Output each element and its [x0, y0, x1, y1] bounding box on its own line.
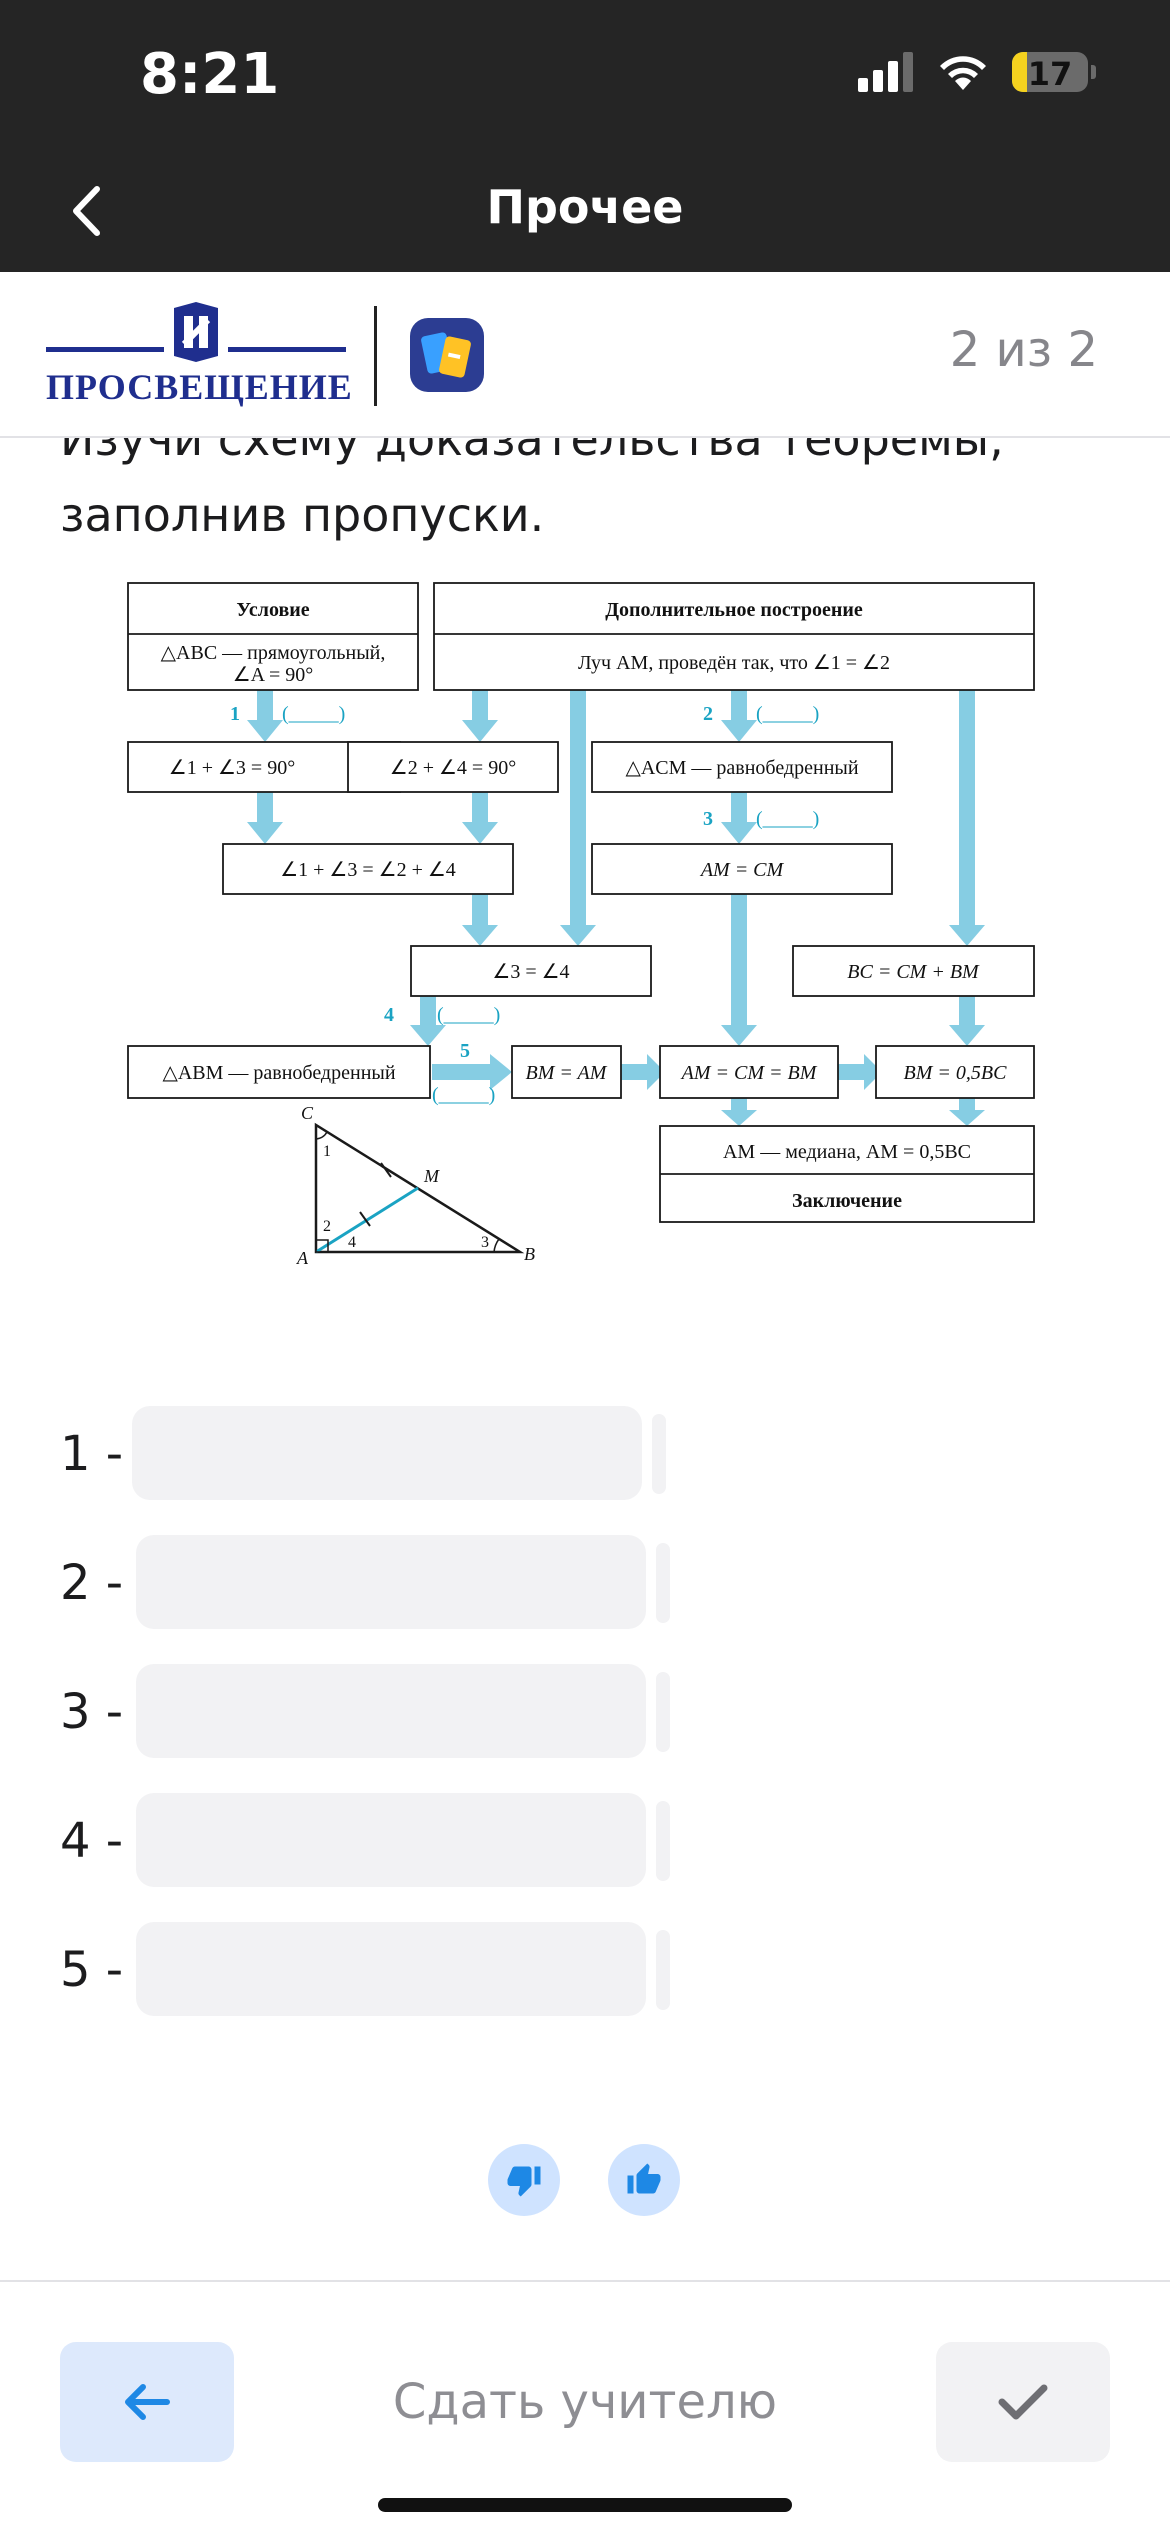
status-icons: 17: [858, 52, 1096, 92]
blank-2: (_____): [756, 703, 819, 725]
answer-handle-1: [652, 1414, 666, 1494]
construction-text: Луч AM, проведён так, что ∠1 = ∠2: [578, 652, 890, 674]
status-time: 8:21: [140, 42, 280, 107]
angle-1-label: 1: [323, 1143, 331, 1160]
blank-number-5: 5: [460, 1040, 470, 1062]
arrow-left-icon: [125, 2384, 170, 2420]
previous-button[interactable]: [60, 2342, 234, 2462]
answer-row-1: 1 -: [60, 1406, 760, 1502]
prosveshchenie-logo: ПРОСВЕЩЕНИЕ: [46, 302, 353, 412]
condition-line-2: ∠A = 90°: [233, 664, 314, 686]
answer-handle-3: [656, 1672, 670, 1752]
logo-emblem-icon: [46, 302, 346, 362]
answer-label-3: 3 -: [60, 1684, 124, 1740]
median-statement: AM — медиана, AM = 0,5BC: [723, 1141, 971, 1163]
answer-handle-2: [656, 1543, 670, 1623]
angle-3-label: 3: [481, 1234, 489, 1251]
cards-app-icon: [421, 332, 471, 378]
bm-half-bc: BM = 0,5BC: [904, 1062, 1008, 1084]
bottom-bar: Сдать учителю: [0, 2280, 1170, 2534]
check-button[interactable]: [936, 2342, 1110, 2462]
like-button[interactable]: [608, 2144, 680, 2216]
angle-2-label: 2: [323, 1218, 331, 1235]
answer-row-3: 3 -: [60, 1664, 760, 1760]
answer-handle-4: [656, 1801, 670, 1881]
answer-label-5: 5 -: [60, 1942, 124, 1998]
diagram-boxes: [127, 582, 1035, 1223]
battery-level: 17: [1027, 55, 1073, 92]
back-button[interactable]: [56, 178, 116, 244]
condition-header: Условие: [236, 599, 309, 621]
angle-equality: ∠3 = ∠4: [492, 961, 569, 983]
abm-statement: △ABM — равнобедренный: [162, 1062, 395, 1084]
blank-number-1: 1: [230, 703, 240, 725]
answer-label-2: 2 -: [60, 1555, 124, 1611]
brand-header: ПРОСВЕЩЕНИЕ 2 из 2: [0, 272, 1170, 438]
answer-input-5[interactable]: [136, 1922, 646, 2016]
chevron-left-icon: [73, 186, 100, 236]
answer-row-4: 4 -: [60, 1793, 760, 1889]
diagram-arrows: [247, 690, 985, 1126]
header-divider: [374, 306, 377, 406]
answer-label-4: 4 -: [60, 1813, 124, 1869]
vertex-a: A: [296, 1248, 309, 1268]
blank-number-4: 4: [384, 1004, 394, 1026]
triangle-figure: C A B M 1 2 3 4: [296, 1103, 535, 1268]
diagram-text: Условие △ABC — прямоугольный, ∠A = 90° Д…: [161, 599, 1007, 1212]
construction-header: Дополнительное построение: [605, 599, 863, 621]
blank-number-2: 2: [703, 703, 713, 725]
answer-label-1: 1 -: [60, 1426, 124, 1482]
vertex-m: M: [423, 1166, 440, 1186]
vertex-c: C: [301, 1103, 314, 1123]
submit-to-teacher-button[interactable]: [390, 2352, 780, 2452]
am-cm-equality: AM = CM: [699, 859, 785, 881]
thumbs-down-icon: [507, 2166, 541, 2197]
answer-input-4[interactable]: [136, 1793, 646, 1887]
page-counter: 2 из 2: [949, 322, 1098, 378]
conclusion-label: Заключение: [792, 1190, 902, 1212]
answer-handle-5: [656, 1930, 670, 2010]
angle-4-label: 4: [348, 1234, 356, 1251]
answer-input-2[interactable]: [136, 1535, 646, 1629]
bc-sum: BC = CM + BM: [847, 961, 980, 983]
nav-bar: Прочее: [0, 150, 1170, 272]
answer-input-1[interactable]: [132, 1406, 642, 1500]
sum-equality: ∠1 + ∠3 = ∠2 + ∠4: [280, 859, 456, 881]
am-cm-bm-equality: AM = CM = BM: [680, 1062, 818, 1084]
battery-indicator: 17: [1012, 52, 1096, 92]
acm-statement: △ACM — равнобедренный: [625, 757, 858, 779]
nav-title: Прочее: [486, 180, 684, 234]
blank-markers: 1 (_____) 2 (_____) 3 (_____) 4 (_____) …: [230, 703, 819, 1106]
blank-number-3: 3: [703, 808, 713, 830]
blank-5: (_____): [432, 1084, 495, 1106]
condition-line-1: △ABC — прямоугольный,: [161, 642, 386, 664]
answer-input-3[interactable]: [136, 1664, 646, 1758]
blank-1: (_____): [282, 703, 345, 725]
home-indicator: [378, 2498, 792, 2512]
blank-3: (_____): [756, 808, 819, 830]
vertex-b: B: [524, 1244, 535, 1264]
status-bar: 8:21 17: [0, 0, 1170, 150]
checkmark-icon: [998, 2384, 1048, 2420]
dislike-button[interactable]: [488, 2144, 560, 2216]
app-icon: [410, 318, 484, 392]
bm-am-equality: BM = AM: [526, 1062, 608, 1084]
wifi-icon: [940, 56, 986, 90]
answer-row-2: 2 -: [60, 1535, 760, 1631]
eq-2-4: ∠2 + ∠4 = 90°: [390, 757, 516, 779]
blank-4: (_____): [437, 1004, 500, 1026]
instruction-line-2: заполнив пропуски.: [60, 488, 545, 542]
logo-wordmark: ПРОСВЕЩЕНИЕ: [46, 367, 353, 407]
cellular-signal-icon: [858, 52, 913, 92]
answer-row-5: 5 -: [60, 1922, 760, 2018]
thumbs-up-icon: [627, 2163, 661, 2194]
proof-diagram: Условие △ABC — прямоугольный, ∠A = 90° Д…: [127, 582, 1035, 1268]
eq-1-3: ∠1 + ∠3 = 90°: [169, 757, 295, 779]
